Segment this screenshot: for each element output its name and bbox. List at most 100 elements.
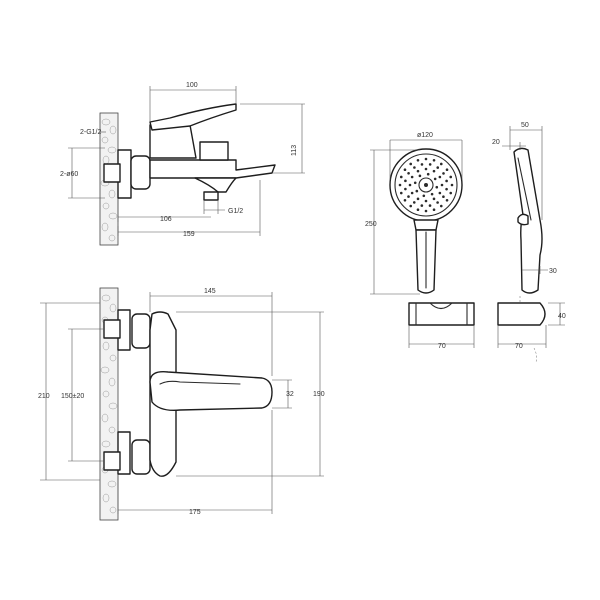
nozzle-dot <box>445 187 448 191</box>
shower-front-view: ø120 250 70 <box>365 132 475 350</box>
label-bottom-width: 175 <box>189 509 201 516</box>
nozzle-dot <box>433 177 437 181</box>
nozzle-dot <box>424 199 428 203</box>
dim-handle-thickness: 30 <box>522 266 557 275</box>
nozzle-dot <box>439 204 443 208</box>
label-holder-height: 40 <box>558 313 566 320</box>
nozzle-dot <box>420 204 424 207</box>
upper-inlet <box>103 319 121 339</box>
nozzle-dot <box>424 209 428 213</box>
spout-outlet <box>203 191 219 201</box>
nozzle-dot <box>416 158 420 162</box>
dim-holder-width-side: 70 <box>497 325 547 350</box>
nozzle-dot <box>403 168 407 172</box>
label-shower-length: 250 <box>365 221 377 228</box>
dim-holder-height: 40 <box>548 302 566 326</box>
nozzle-dot <box>420 163 424 166</box>
holder-front <box>408 302 475 326</box>
nozzle-dot <box>407 195 410 198</box>
dim-side-offset: 20 <box>492 139 526 150</box>
nozzle-dot <box>445 168 449 172</box>
dim-total-height-left: 210 <box>38 302 100 481</box>
nozzle-dot <box>450 183 454 187</box>
dim-center-distance: 150±20 <box>61 328 104 462</box>
nozzle-dot <box>403 198 407 202</box>
spout <box>194 177 237 193</box>
lever-inner-line <box>159 380 241 385</box>
label-head-diameter: ø120 <box>417 132 433 139</box>
shower-neck <box>413 219 439 231</box>
dim-total-reach: 159 <box>117 180 261 238</box>
nozzle-dot <box>424 167 428 171</box>
dim-spout-thread: G1/2 <box>203 200 243 215</box>
nozzle-dot <box>407 171 410 175</box>
label-spout-reach: 106 <box>160 216 172 223</box>
nozzle-dot <box>410 191 414 195</box>
mixer-body <box>149 159 276 179</box>
label-holder-width-front: 70 <box>438 343 446 350</box>
side-curve-mark <box>533 347 537 363</box>
nozzle-dot <box>412 201 416 204</box>
nozzle-dot <box>430 192 434 196</box>
dim-holder-width-front: 70 <box>408 325 475 350</box>
shower-side-inner <box>517 157 532 221</box>
label-total-reach: 159 <box>183 231 195 238</box>
shower-side-view: 50 20 30 40 70 <box>492 122 566 363</box>
nozzle-dot <box>413 166 416 169</box>
label-front-width: 145 <box>204 288 216 295</box>
dim-front-width: 145 <box>149 288 273 376</box>
dim-bottom-width: 175 <box>117 410 273 516</box>
label-pipe-diameter: 2-ø60 <box>60 171 78 178</box>
inlet-connector <box>103 163 121 183</box>
dim-lever-height: 32 <box>272 379 294 409</box>
connector-nut <box>130 155 151 190</box>
nozzle-dot <box>404 187 407 191</box>
nozzle-dot <box>432 208 436 212</box>
nozzle-dot <box>408 183 412 187</box>
shower-side-joint <box>517 213 529 226</box>
lower-nut <box>131 439 151 475</box>
mixer-front-view: 145 210 150±20 32 190 <box>38 287 325 521</box>
nozzle-dot <box>428 204 432 207</box>
mixer-side-view: 100 2-G1/2 2-ø60 113 G1/2 106 <box>60 82 305 246</box>
nozzle-dot <box>410 175 414 179</box>
dim-pipe-diameter: 2-ø60 <box>60 147 105 199</box>
nozzle-dot <box>413 181 417 185</box>
label-handle-thickness: 30 <box>549 268 557 275</box>
nozzle-dot <box>409 162 413 166</box>
label-holder-width-side: 70 <box>515 343 523 350</box>
nozzle-dot <box>409 204 413 208</box>
nozzle-dot <box>442 172 445 175</box>
nozzle-dot <box>449 191 453 195</box>
holder-front-slot <box>415 302 468 326</box>
dim-spout-reach: 106 <box>117 200 211 223</box>
nozzle-dot <box>415 189 419 193</box>
nozzle-dot <box>440 183 444 187</box>
nozzle-dot <box>404 179 407 183</box>
nozzle-dot <box>399 175 403 179</box>
label-top-width: 100 <box>186 82 198 89</box>
nozzle-dot <box>416 169 420 173</box>
label-side-width: 50 <box>521 122 529 129</box>
front-lever <box>149 371 273 412</box>
label-side-offset: 20 <box>492 139 500 146</box>
nozzle-dot <box>416 208 420 212</box>
label-center-distance: 150±20 <box>61 393 84 400</box>
shower-nozzles <box>398 157 454 213</box>
dim-shower-length: 250 <box>365 149 420 295</box>
nozzle-dot <box>398 183 402 187</box>
nozzle-dot <box>399 191 403 195</box>
nozzle-dot <box>439 162 443 166</box>
label-spout-thread: G1/2 <box>228 208 243 215</box>
nozzle-dot <box>442 195 445 199</box>
nozzle-dot <box>438 191 442 195</box>
upper-nut <box>131 313 151 349</box>
label-top-height: 113 <box>291 145 298 156</box>
nozzle-dot <box>432 158 436 162</box>
nozzle-dot <box>445 198 449 202</box>
nozzle-dot <box>445 179 448 183</box>
nozzle-dot <box>449 175 453 179</box>
shower-head-inner <box>394 153 458 217</box>
nozzle-dot <box>426 172 430 176</box>
